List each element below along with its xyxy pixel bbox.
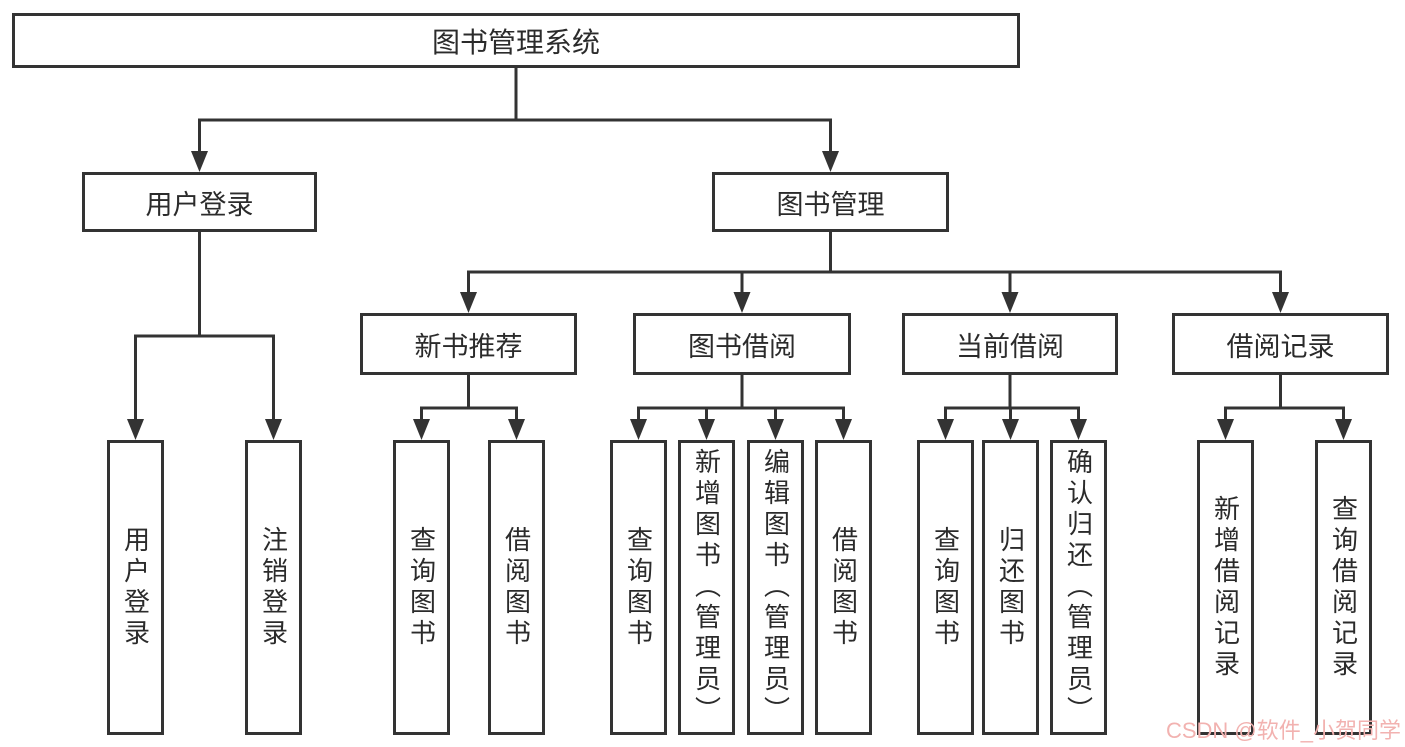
node-library-system: 图书管理系统 [12,13,1020,68]
arrowhead-icon [822,151,839,172]
watermark: CSDN @软件_小贺同学 [1165,718,1401,743]
leaf-add-books-admin: 新增图书（管理员） [678,440,735,735]
arrowhead-icon [1070,419,1087,440]
leaf-borrow-books-2: 借阅图书 [815,440,872,735]
leaf-label: 注销登录 [258,525,289,650]
leaf-label: 用户登录 [120,525,151,650]
arrowhead-icon [698,419,715,440]
leaf-label: 查询图书 [930,525,961,650]
arrowhead-icon [1335,419,1352,440]
leaf-query-books-3: 查询图书 [917,440,974,735]
node-book-borrowing: 图书借阅 [633,313,851,375]
leaf-query-books-1: 查询图书 [393,440,450,735]
node-current-borrowing: 当前借阅 [902,313,1118,375]
arrowhead-icon [265,419,282,440]
arrowhead-icon [191,151,208,172]
leaf-label: 新增借阅记录 [1210,494,1241,681]
arrowhead-icon [127,419,144,440]
node-user-login: 用户登录 [82,172,317,232]
leaf-return-books: 归还图书 [982,440,1039,735]
arrowhead-icon [1001,292,1019,313]
leaf-edit-books-admin: 编辑图书（管理员） [747,440,804,735]
leaf-label: 确认归还（管理员） [1063,448,1094,727]
leaf-query-books-2: 查询图书 [610,440,667,735]
leaf-borrow-books-1: 借阅图书 [488,440,545,735]
node-borrowing-records: 借阅记录 [1172,313,1389,375]
leaf-user-login: 用户登录 [107,440,164,735]
node-new-book-recommendation: 新书推荐 [360,313,577,375]
arrowhead-icon [508,419,525,440]
arrowhead-icon [1217,419,1234,440]
leaf-label: 借阅图书 [828,525,859,650]
arrowhead-icon [835,419,852,440]
arrowhead-icon [1002,419,1019,440]
arrowhead-icon [767,419,784,440]
leaf-logout: 注销登录 [245,440,302,735]
node-book-management: 图书管理 [712,172,949,232]
leaf-label: 查询图书 [406,525,437,650]
arrowhead-icon [413,419,430,440]
leaf-label: 归还图书 [995,525,1026,650]
leaf-label: 新增图书（管理员） [691,448,722,727]
leaf-label: 编辑图书（管理员） [760,448,791,727]
arrowhead-icon [630,419,647,440]
leaf-label: 查询图书 [623,525,654,650]
arrowhead-icon [937,419,954,440]
leaf-label: 借阅图书 [501,525,532,650]
leaf-query-borrow-record: 查询借阅记录 [1315,440,1372,735]
leaf-add-borrow-record: 新增借阅记录 [1197,440,1254,735]
arrowhead-icon [460,292,477,313]
leaf-label: 查询借阅记录 [1328,494,1359,681]
arrowhead-icon [1272,292,1289,313]
leaf-confirm-return-admin: 确认归还（管理员） [1050,440,1107,735]
arrowhead-icon [733,292,751,313]
